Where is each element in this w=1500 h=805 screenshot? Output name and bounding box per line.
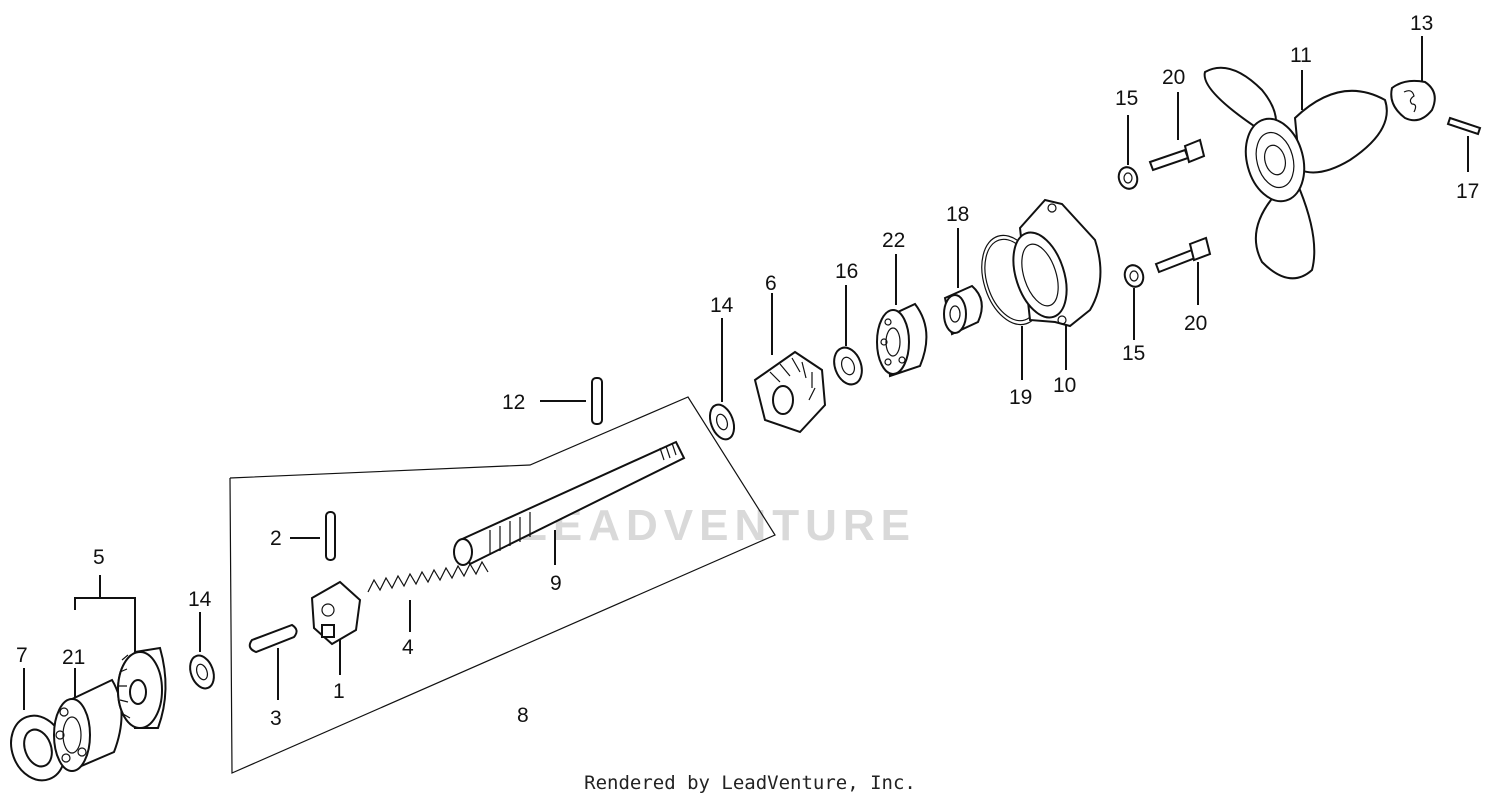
callout-12: 12: [502, 391, 525, 414]
part-13-cap[interactable]: [1390, 36, 1436, 122]
callout-5: 5: [93, 546, 105, 569]
part-20-bolt-top[interactable]: [1148, 92, 1206, 172]
part-2-pin[interactable]: [290, 511, 336, 561]
callout-11: 11: [1290, 44, 1312, 67]
part-20-bolt-bottom[interactable]: [1154, 236, 1212, 305]
part-17-cotter-pin[interactable]: [1446, 116, 1482, 172]
part-12-pin[interactable]: [540, 377, 603, 425]
part-1-clutch-dog[interactable]: [310, 580, 362, 675]
part-14-washer-left[interactable]: [186, 612, 218, 692]
callout-14-right: 14: [710, 294, 734, 317]
callout-18: 18: [946, 203, 969, 226]
part-14-washer-right[interactable]: [706, 318, 739, 443]
part-10-bearing-holder[interactable]: [1004, 198, 1102, 370]
part-5-bracket: [74, 597, 136, 655]
callout-1: 1: [333, 680, 345, 703]
part-21-ball-bearing[interactable]: [53, 668, 123, 772]
watermark-text: LEADVENTURE: [520, 501, 916, 550]
part-11-propeller[interactable]: [1203, 66, 1388, 280]
assembly-boundary: [229, 396, 776, 774]
part-15-washer-bottom[interactable]: [1122, 263, 1146, 340]
callout-19: 19: [1009, 386, 1032, 409]
callout-14-left: 14: [188, 588, 212, 611]
callout-4: 4: [402, 636, 414, 659]
part-6-bevel-gear[interactable]: [753, 293, 827, 434]
part-3-pin[interactable]: [248, 623, 298, 700]
part-22-ball-bearing[interactable]: [876, 254, 928, 378]
part-16-seal[interactable]: [829, 285, 866, 388]
callout-20-bottom: 20: [1184, 312, 1207, 335]
callout-15-top: 15: [1115, 87, 1138, 110]
part-9-propeller-shaft[interactable]: [453, 440, 686, 566]
callout-8: 8: [517, 704, 529, 727]
callout-21: 21: [62, 646, 85, 669]
callout-9: 9: [550, 572, 562, 595]
part-5-bevel-gear[interactable]: [117, 646, 167, 729]
callout-10: 10: [1053, 374, 1076, 397]
callout-3: 3: [270, 707, 282, 730]
part-4-spring[interactable]: [367, 560, 489, 632]
callout-2: 2: [270, 527, 282, 550]
callout-17: 17: [1456, 180, 1479, 203]
callout-13: 13: [1410, 12, 1433, 35]
callout-22: 22: [882, 229, 905, 252]
callout-7: 7: [16, 644, 28, 667]
part-15-washer-top[interactable]: [1116, 115, 1140, 191]
callout-15-bottom: 15: [1122, 342, 1145, 365]
footer-credit: Rendered by LeadVenture, Inc.: [584, 772, 916, 794]
callout-16: 16: [835, 260, 858, 283]
part-18-bushing[interactable]: [943, 228, 983, 336]
callout-20-top: 20: [1162, 66, 1185, 89]
callout-6: 6: [765, 272, 777, 295]
